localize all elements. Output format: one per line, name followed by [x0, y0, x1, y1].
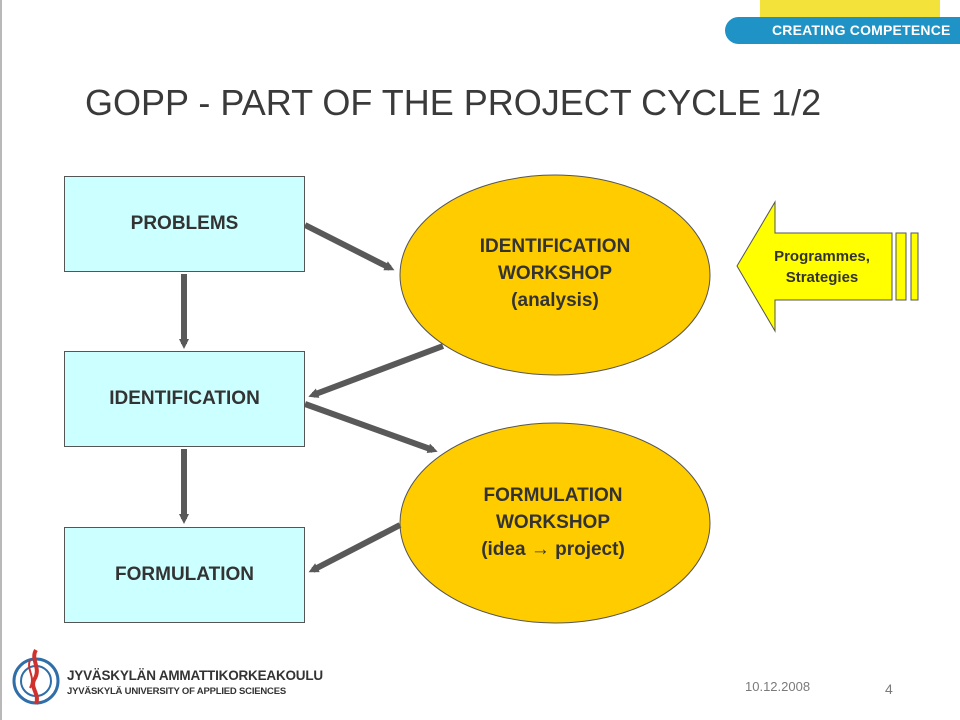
identification-workshop-line: (analysis) [511, 290, 599, 311]
brand-tagline-bar [725, 17, 960, 44]
identification-workshop-ellipse [399, 174, 711, 376]
arrow-id-workshop-to-identification [308, 343, 445, 398]
stage-label-formulation: FORMULATION [115, 564, 254, 585]
stage-label-problems: PROBLEMS [130, 213, 239, 234]
slide-title: GOPP - PART OF THE PROJECT CYCLE 1/2 [85, 82, 822, 123]
arrow-form-workshop-to-formulation [308, 522, 402, 573]
arrow-problems-to-id-workshop [303, 222, 395, 271]
inputs-arrow-shape [736, 200, 893, 333]
school-name: JYVÄSKYLÄN AMMATTIKORKEAKOULU [67, 668, 323, 683]
inputs-label-line: Programmes, [774, 248, 870, 265]
slide-date: 10.12.2008 [745, 679, 811, 694]
identification-workshop-line: IDENTIFICATION [479, 236, 631, 257]
inputs-arrow-stripe [910, 232, 919, 301]
page-number: 4 [885, 681, 893, 697]
brand-tagline: CREATING COMPETENCE [772, 22, 951, 38]
identification-workshop-label: IDENTIFICATION WORKSHOP (analysis) [420, 233, 690, 314]
slide-left-edge [0, 0, 2, 720]
stage-box-identification: IDENTIFICATION [64, 351, 305, 447]
formulation-workshop-line: WORKSHOP [496, 512, 610, 533]
formulation-workshop-ellipse [399, 422, 711, 624]
inputs-label: Programmes, Strategies [752, 246, 892, 288]
inputs-label-line: Strategies [785, 269, 859, 286]
inputs-arrow-stripe [895, 232, 907, 301]
school-name-english: JYVÄSKYLÄ UNIVERSITY OF APPLIED SCIENCES [67, 686, 286, 697]
formulation-workshop-line: FORMULATION [483, 485, 623, 506]
formulation-workshop-line: (idea → project) [481, 539, 625, 560]
arrow-identification-to-form-workshop [303, 401, 438, 454]
brand-accent-strip [760, 0, 940, 18]
identification-workshop-line: WORKSHOP [498, 263, 612, 284]
formulation-workshop-label: FORMULATION WORKSHOP (idea → project) [418, 482, 688, 563]
stage-label-identification: IDENTIFICATION [109, 388, 260, 409]
school-logo-emblem [12, 648, 60, 705]
stage-box-problems: PROBLEMS [64, 176, 305, 272]
stage-box-formulation: FORMULATION [64, 527, 305, 623]
